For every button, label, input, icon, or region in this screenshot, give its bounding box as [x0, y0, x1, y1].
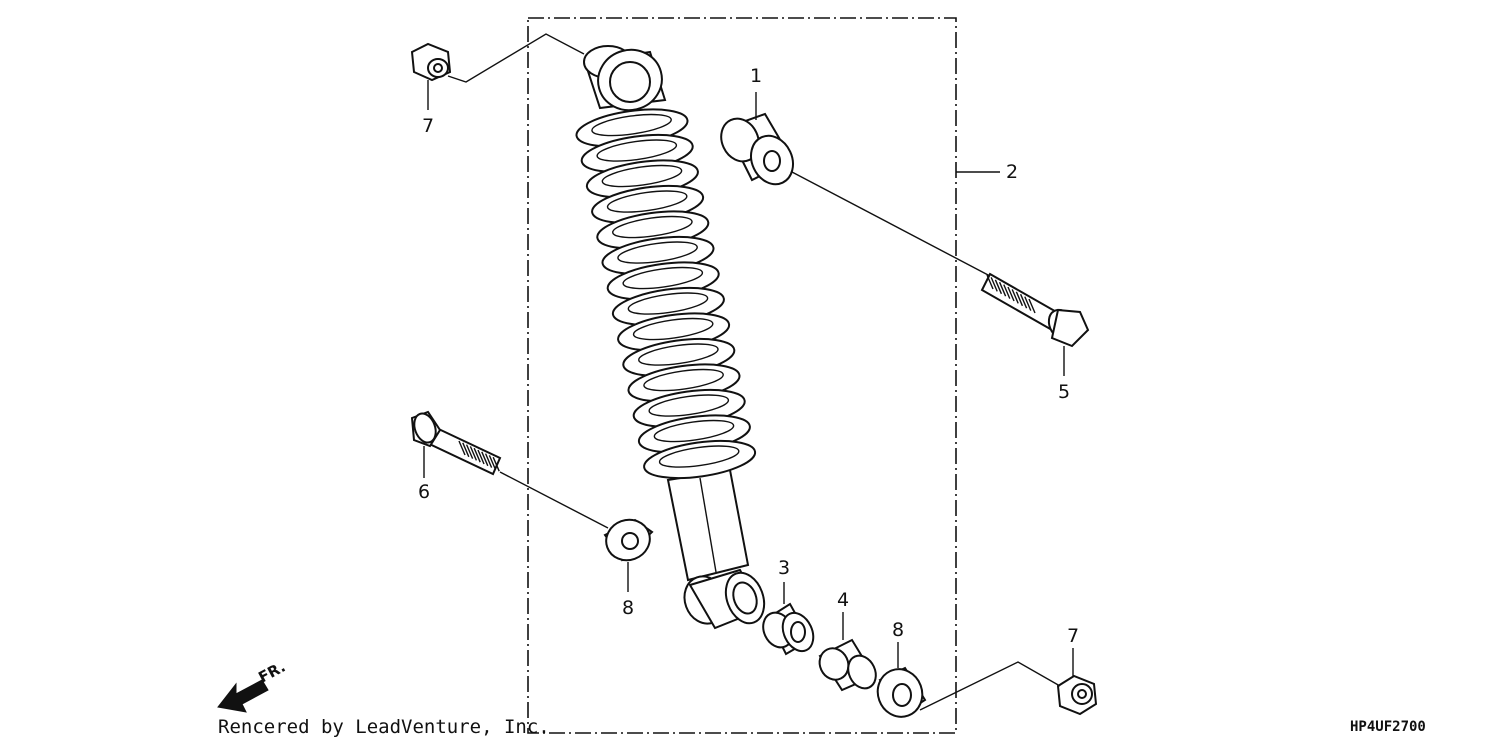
- callout-7-bottom: 7: [1067, 625, 1079, 647]
- washer-right: [876, 666, 927, 718]
- thread-line: [1024, 296, 1032, 311]
- spring-coil-inner: [612, 215, 693, 239]
- coil-spring: [575, 108, 757, 480]
- lower-bolt: [410, 410, 502, 476]
- lower-bushing: [762, 602, 815, 656]
- leader-lines: [423, 33, 1074, 711]
- spring-coil-inner: [632, 317, 714, 341]
- callout-8-left: 8: [622, 597, 634, 619]
- callout-6: 6: [418, 481, 430, 503]
- front-direction-arrow: FR.: [217, 658, 288, 713]
- spring-coil-inner: [658, 445, 740, 468]
- damper-body: [666, 468, 750, 582]
- diagram-code: HP4UF2700: [1350, 719, 1426, 735]
- spring-coil-inner: [622, 266, 704, 290]
- spring-coil-inner: [648, 394, 730, 417]
- thread-line: [462, 442, 470, 458]
- upper-bolt: [980, 272, 1090, 348]
- thread-line: [465, 444, 474, 459]
- spring-coil-inner: [627, 292, 709, 315]
- lower-eye: [683, 568, 766, 630]
- collar: [818, 638, 877, 692]
- thread-line: [469, 446, 478, 461]
- spring-coil-inner: [591, 113, 672, 137]
- callout-3: 3: [778, 557, 790, 579]
- callout-7-top: 7: [422, 115, 434, 137]
- washer-left: [603, 518, 654, 562]
- assembly-boundary: [527, 17, 957, 734]
- spring-coil-inner: [596, 139, 678, 162]
- thread-line: [484, 453, 493, 468]
- thread-line: [477, 449, 485, 465]
- thread-line: [1011, 289, 1019, 304]
- thread-line: [481, 451, 489, 467]
- spring-coil-inner: [653, 419, 735, 443]
- callout-2: 2: [1006, 161, 1018, 183]
- thread-line: [1019, 293, 1028, 309]
- thread-line: [1007, 286, 1015, 302]
- thread-line: [994, 279, 1003, 295]
- thread-line: [488, 455, 497, 470]
- bolt-threads: [458, 440, 500, 472]
- thread-line: [458, 440, 466, 456]
- thread-line: [1015, 291, 1024, 307]
- thread-line: [492, 456, 500, 472]
- spring-coil-inner: [638, 343, 719, 366]
- nut-top: [410, 42, 452, 82]
- callout-5: 5: [1058, 381, 1070, 403]
- nut-bottom: [1056, 674, 1098, 716]
- bolt-threads: [986, 274, 1036, 314]
- callout-8-right: 8: [892, 619, 904, 641]
- spring-coil-inner: [643, 368, 724, 392]
- spring-coil-inner: [617, 241, 698, 264]
- spring-coil-inner: [601, 164, 683, 188]
- upper-bushing: [720, 112, 794, 186]
- shock-absorber-assembly: [575, 45, 766, 630]
- thread-line: [998, 281, 1007, 297]
- thread-line: [986, 274, 994, 290]
- thread-line: [1028, 298, 1036, 314]
- thread-line: [1003, 284, 1011, 299]
- spring-coil-inner: [606, 190, 688, 213]
- upper-eye: [583, 45, 667, 112]
- thread-line: [990, 277, 998, 292]
- spring-coil: [643, 439, 757, 480]
- callout-1: 1: [750, 65, 762, 87]
- callout-4: 4: [837, 589, 849, 611]
- thread-line: [473, 447, 481, 463]
- render-credit: Rencered by LeadVenture, Inc.: [218, 716, 550, 738]
